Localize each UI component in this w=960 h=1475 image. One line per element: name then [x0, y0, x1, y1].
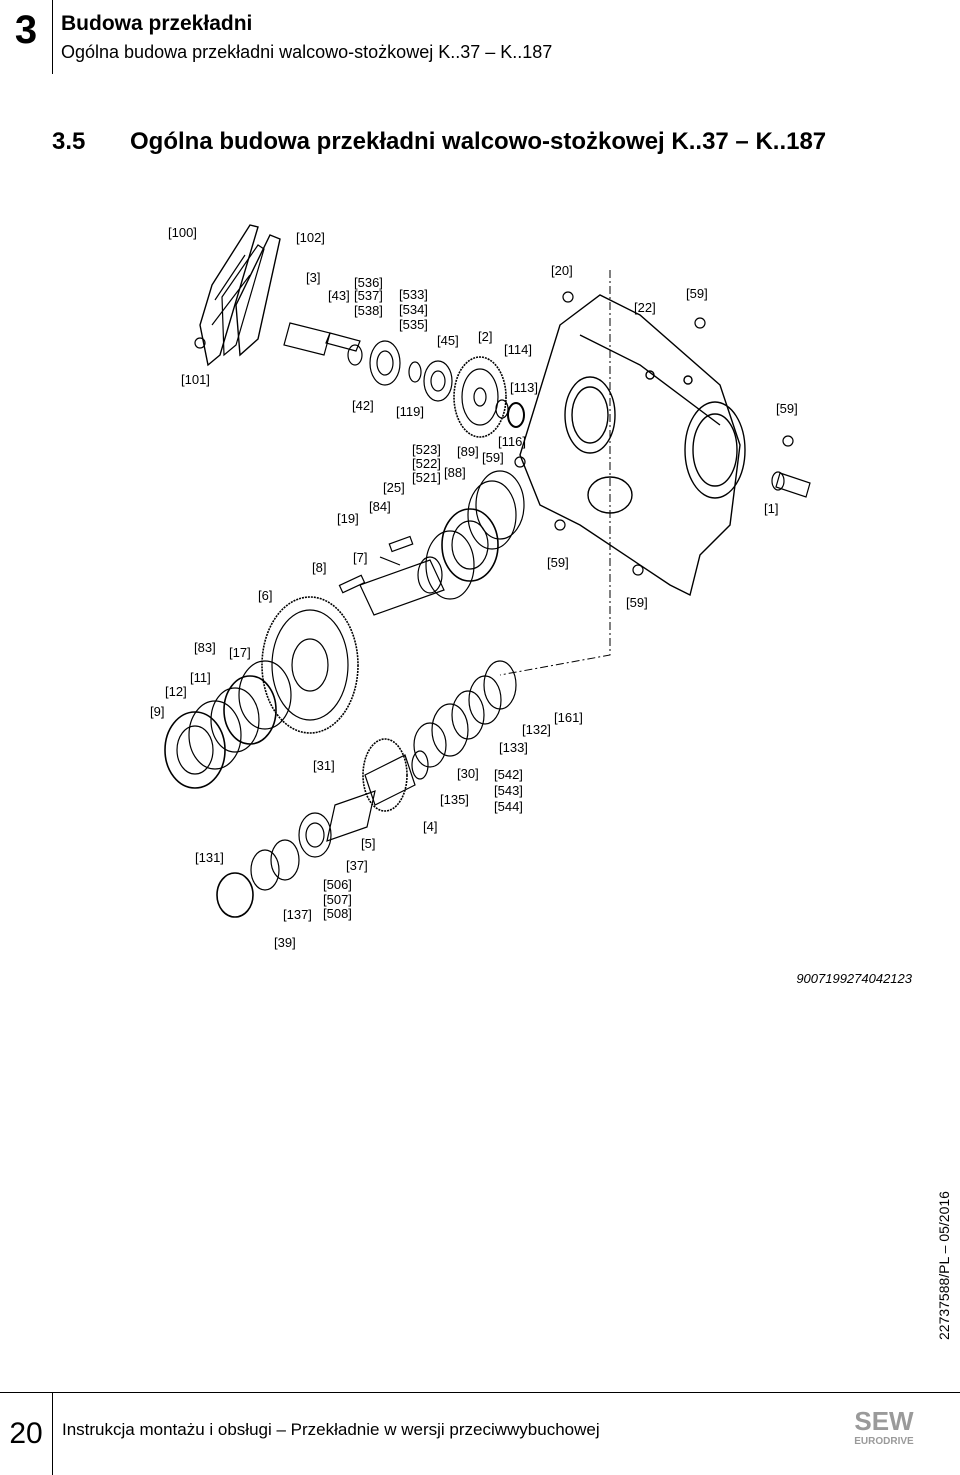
- footer-rule: [0, 1392, 960, 1393]
- document-code: 22737588/PL – 05/2016: [936, 1191, 952, 1340]
- label-59-top: [59]: [686, 286, 708, 301]
- logo-top-text: SEW: [854, 1406, 914, 1436]
- hollow-shaft: [338, 535, 445, 616]
- bearing-stack-upper: [425, 470, 525, 600]
- image-id: 9007199274042123: [796, 971, 912, 986]
- label-12: [12]: [165, 684, 187, 699]
- label-522: [522]: [412, 456, 441, 471]
- label-508: [508]: [323, 906, 352, 921]
- section-title-text: Ogólna budowa przekładni walcowo-stożkow…: [130, 128, 827, 155]
- label-19: [19]: [337, 511, 359, 526]
- label-31: [31]: [313, 758, 335, 773]
- label-83: [83]: [194, 640, 216, 655]
- label-5: [5]: [361, 836, 376, 851]
- label-114: [114]: [504, 342, 532, 357]
- label-533: [533]: [399, 287, 428, 302]
- label-132: [132]: [522, 722, 551, 737]
- exploded-view-drawing: [164, 224, 811, 918]
- screw-59-inner: [514, 456, 526, 468]
- bearing-group-right: [413, 660, 517, 768]
- label-9: [9]: [150, 704, 165, 719]
- label-537: [537]: [354, 288, 383, 303]
- pinion-shaft: [283, 322, 453, 402]
- label-89: [89]: [457, 444, 479, 459]
- output-shaft-stub: [771, 471, 811, 498]
- label-7: [7]: [353, 550, 368, 565]
- label-538: [538]: [354, 303, 383, 318]
- label-30: [30]: [457, 766, 479, 781]
- label-43: [43]: [328, 288, 350, 303]
- logo-bottom-text: EURODRIVE: [854, 1436, 914, 1447]
- label-534: [534]: [399, 302, 428, 317]
- label-544: [544]: [494, 799, 523, 814]
- label-523: [523]: [412, 442, 441, 457]
- label-100: [100]: [168, 225, 197, 240]
- label-507: [507]: [323, 892, 352, 907]
- label-137: [137]: [283, 907, 312, 922]
- label-133: [133]: [499, 740, 528, 755]
- label-37: [37]: [346, 858, 368, 873]
- sew-eurodrive-logo: SEW EURODRIVE: [854, 1406, 914, 1447]
- label-506: [506]: [323, 877, 352, 892]
- bevel-gear: [362, 738, 429, 812]
- label-22: [22]: [634, 300, 656, 315]
- label-6: [6]: [258, 588, 273, 603]
- label-1: [1]: [764, 501, 779, 516]
- label-11: [11]: [190, 670, 211, 685]
- gearbox-housing: [519, 294, 746, 597]
- screw-101: [194, 337, 206, 349]
- cover-plates: [199, 224, 281, 367]
- label-59-inner: [59]: [482, 450, 504, 465]
- label-59-right: [59]: [776, 401, 798, 416]
- label-59-mid: [59]: [547, 555, 569, 570]
- label-543: [543]: [494, 783, 523, 798]
- label-4: [4]: [423, 819, 438, 834]
- label-20: [20]: [551, 263, 573, 278]
- large-gear-6: [261, 596, 359, 734]
- label-536: [536]: [354, 275, 383, 290]
- chapter-box: 3: [0, 0, 53, 74]
- label-8: [8]: [312, 560, 327, 575]
- page-number: 20: [9, 1416, 43, 1450]
- label-42: [42]: [352, 398, 374, 413]
- label-113: [113]: [510, 380, 538, 395]
- header-subtitle: Ogólna budowa przekładni walcowo-stożkow…: [61, 42, 553, 62]
- label-161: [161]: [554, 710, 583, 725]
- page-number-box: 20: [0, 1392, 53, 1475]
- bearing-group-left: [164, 660, 292, 789]
- label-25: [25]: [383, 480, 405, 495]
- label-45: [45]: [437, 333, 459, 348]
- screw-59-right: [782, 435, 794, 447]
- label-39: [39]: [274, 935, 296, 950]
- label-2: [2]: [478, 329, 493, 344]
- label-3: [3]: [306, 270, 321, 285]
- section-title: 3.5 Ogólna budowa przekładni walcowo-stoż…: [52, 128, 826, 156]
- label-542: [542]: [494, 767, 523, 782]
- label-131: [131]: [195, 850, 224, 865]
- section-number: 3.5: [52, 128, 86, 155]
- label-84: [84]: [369, 499, 391, 514]
- screw-20: [562, 291, 574, 303]
- footer-text: Instrukcja montażu i obsługi – Przekładn…: [62, 1420, 600, 1439]
- screw-59-low: [632, 564, 644, 576]
- label-135: [135]: [440, 792, 469, 807]
- screw-59-mid: [554, 519, 566, 531]
- label-521: [521]: [412, 470, 441, 485]
- header-title: Budowa przekładni: [61, 12, 253, 35]
- label-119: [119]: [396, 404, 424, 419]
- label-116: [116]: [498, 434, 526, 449]
- gear-wheel-45: [453, 356, 525, 438]
- chapter-number: 3: [14, 8, 38, 52]
- pinion-shaft-lower: [216, 790, 376, 918]
- label-17: [17]: [229, 645, 251, 660]
- screw-59-top: [694, 317, 706, 329]
- label-88: [88]: [444, 465, 466, 480]
- label-535: [535]: [399, 317, 428, 332]
- label-59-low: [59]: [626, 595, 648, 610]
- label-102: [102]: [296, 230, 325, 245]
- label-101: [101]: [181, 372, 210, 387]
